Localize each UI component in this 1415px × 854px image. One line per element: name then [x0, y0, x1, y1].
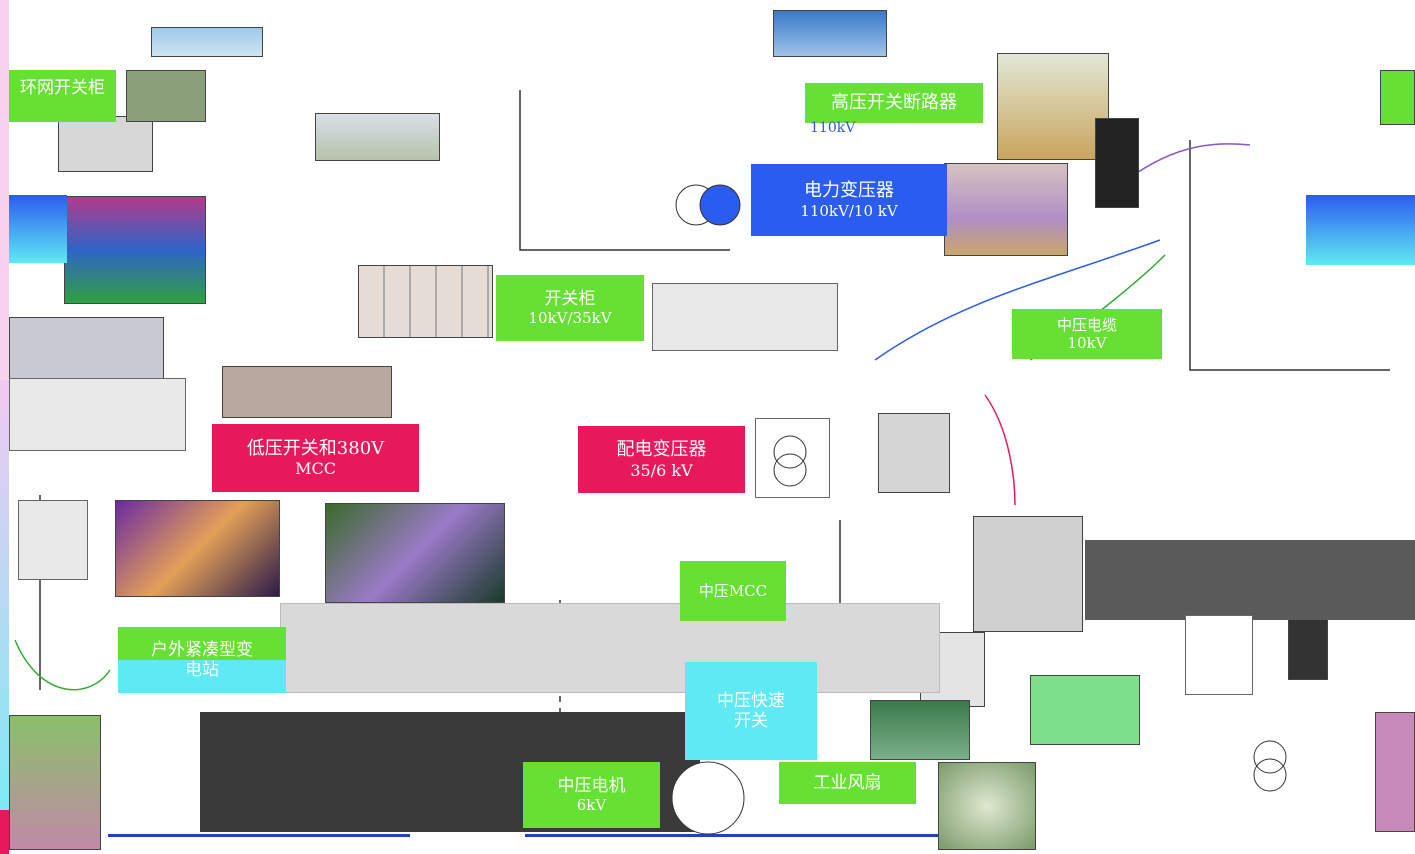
busbar-panel-top [652, 283, 838, 351]
transformer-symbol-icon-right [1240, 735, 1300, 795]
right-dark-panel [1085, 540, 1415, 620]
switchgear-10kv-photo [358, 265, 493, 338]
hv-breaker-photo [773, 10, 887, 57]
label-hv-breaker-voltage: 110kV [810, 120, 855, 136]
gray-bus-panel-mid [280, 603, 940, 693]
green-motor-photo [1030, 675, 1140, 745]
ring-main-green-unit [126, 70, 206, 122]
label-mv-motor: 中压电机 6kV [523, 762, 660, 828]
substation-yard-photo [315, 113, 440, 161]
label-mv-mcc: 中压MCC [680, 561, 786, 621]
cable-fire-photo-2 [325, 503, 505, 603]
cable-loop-left [15, 640, 110, 690]
ring-main-cabinet-photo [58, 116, 153, 172]
outdoor-kiosk-photo-right [1375, 712, 1415, 832]
busbar-panel-left [9, 378, 186, 451]
label-hv-breaker: 高压开关断路器 [805, 83, 983, 123]
industrial-fan-photo [938, 762, 1036, 850]
motor-symbol-icon [668, 758, 748, 838]
cable-red [985, 395, 1015, 505]
label-left-cyan [9, 195, 67, 263]
transmission-tower-photo [151, 27, 263, 57]
transformer-symbol-icon [668, 175, 748, 235]
label-dist-transformer: 配电变压器 35/6 kV [578, 426, 745, 493]
label-switchgear: 开关柜 10kV/35kV [496, 275, 644, 341]
outdoor-cabinet-panel [18, 500, 88, 580]
hv-breaker-equipment-photo [997, 53, 1109, 160]
label-ring-main-unit: 环网开关柜 [9, 70, 116, 122]
right-transformer-panel [1185, 615, 1253, 695]
switchgear-colorful-photo [64, 196, 206, 304]
mcc-cabinet-photo [973, 516, 1083, 632]
label-right-cyan [1306, 195, 1415, 265]
transformer-symbol-icon-dist [760, 430, 820, 490]
mv-motor-photo [870, 700, 970, 760]
indoor-switchroom-photo [9, 317, 164, 387]
cable-fire-photo-1 [115, 500, 280, 597]
label-power-transformer: 电力变压器 110kV/10 kV [751, 164, 947, 236]
outdoor-substation-photo [9, 715, 101, 850]
bottom-blue-line-mid [525, 834, 985, 837]
label-industrial-fan: 工业风扇 [779, 762, 916, 804]
dist-transformer-photo [878, 413, 950, 493]
label-mv-cable: 中压电缆 10kV [1012, 309, 1162, 359]
transformer-photo [944, 163, 1068, 256]
label-outdoor-substation: 户外紧凑型变 电站 [118, 627, 286, 693]
green-block-top-right [1380, 70, 1415, 125]
label-lv-switch-mcc: 低压开关和380V MCC [212, 424, 419, 492]
cabinet-row-photo [222, 366, 392, 418]
cable-photo-right [1095, 118, 1139, 208]
label-mv-fast-switch: 中压快速 开关 [685, 662, 817, 760]
bottom-blue-line-left [108, 834, 410, 837]
